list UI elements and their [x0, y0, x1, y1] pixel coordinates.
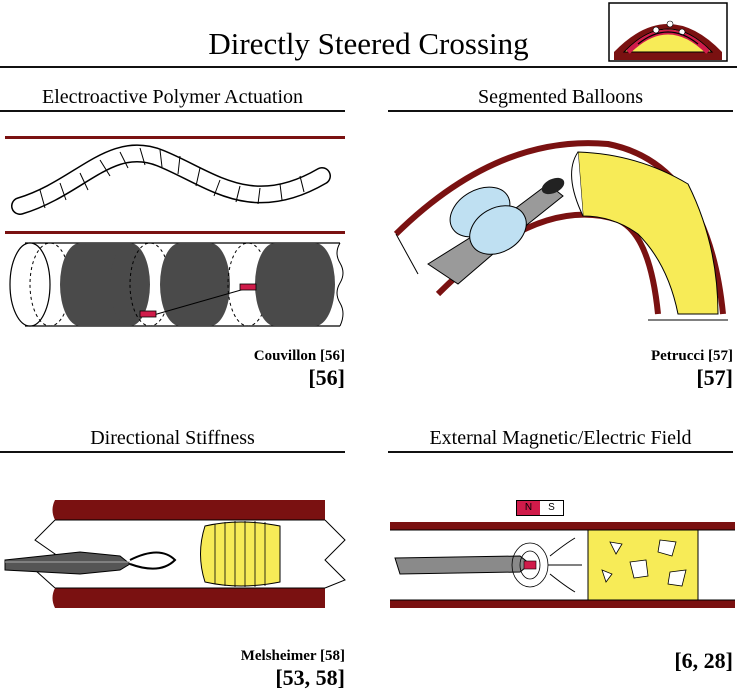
citation-external-field: [6, 28] — [533, 648, 733, 674]
reference-label: [57] — [696, 365, 733, 390]
electroactive-polymer-illustration — [5, 136, 345, 327]
title-underline — [0, 66, 737, 68]
reference-label: [56] — [308, 365, 345, 390]
magnet-south-pole: S — [540, 501, 563, 515]
panel-underline — [388, 110, 733, 112]
citation-couvillon: Couvillon [56] [56] — [145, 348, 345, 391]
panel-title-segmented-balloons: Segmented Balloons — [478, 86, 643, 108]
citation-petrucci: Petrucci [57] [57] — [533, 348, 733, 391]
reference-label: [6, 28] — [674, 648, 733, 673]
bar-magnet-icon: N S — [516, 500, 564, 516]
panel-title-external-field: External Magnetic/Electric Field — [429, 427, 692, 449]
page-title: Directly Steered Crossing — [208, 26, 529, 61]
directional-stiffness-illustration — [4, 500, 346, 608]
segmented-balloons-illustration — [393, 140, 728, 321]
author-label: Petrucci [57] — [650, 348, 733, 364]
reference-label: [53, 58] — [275, 665, 345, 690]
vessel-occlusion-icon — [608, 2, 728, 62]
external-field-illustration — [390, 522, 735, 608]
author-label: Couvillon [56] — [253, 348, 345, 364]
author-label: Melsheimer [58] — [240, 648, 345, 664]
citation-melsheimer: Melsheimer [58] [53, 58] — [145, 648, 345, 691]
magnet-north-pole: N — [517, 501, 540, 515]
panel-underline — [0, 451, 345, 453]
panel-underline — [388, 451, 733, 453]
panel-title-directional-stiffness: Directional Stiffness — [90, 427, 255, 449]
panel-underline — [0, 110, 345, 112]
panel-title-electroactive: Electroactive Polymer Actuation — [41, 86, 304, 108]
